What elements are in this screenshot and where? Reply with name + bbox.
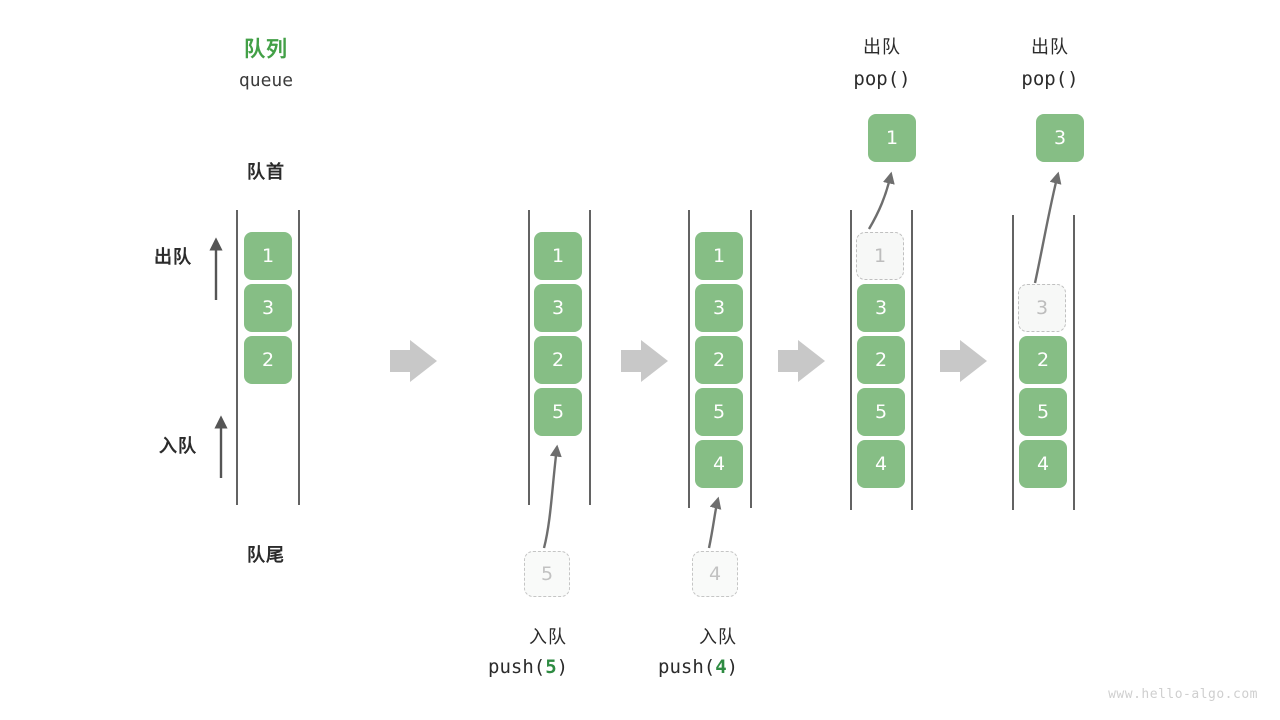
queue-cell: 4 <box>857 440 905 488</box>
pop-3-title-code: pop() <box>1021 68 1079 90</box>
step-arrow-2 <box>621 340 668 382</box>
pending-cell: 4 <box>692 551 738 597</box>
queue-title-cn: 队列 <box>244 37 288 61</box>
queue-cell: 1 <box>534 232 582 280</box>
push-4-curve-arrow <box>707 496 722 549</box>
queue-cell: 3 <box>695 284 743 332</box>
step-arrow-3 <box>778 340 825 382</box>
step-arrow-1 <box>390 340 437 382</box>
push-5-caption-cn: 入队 <box>529 627 567 648</box>
step-arrow-4 <box>940 340 987 382</box>
queue-cell: 2 <box>695 336 743 384</box>
queue-cell: 4 <box>1019 440 1067 488</box>
queue-cell: 3 <box>857 284 905 332</box>
push-4-code-arg: 4 <box>715 656 727 678</box>
queue-cell: 2 <box>534 336 582 384</box>
pop-1-title-cn: 出队 <box>863 37 901 58</box>
queue-cell: 5 <box>534 388 582 436</box>
queue-cell: 3 <box>244 284 292 332</box>
popped-cell: 1 <box>868 114 916 162</box>
pending-cell: 5 <box>524 551 570 597</box>
push-5-caption-code: push(5) <box>488 656 638 678</box>
pop-1-curve-arrow <box>867 171 895 230</box>
push-5-code-prefix: push( <box>488 656 546 678</box>
queue-title-en: queue <box>238 70 294 91</box>
rear-label: 队尾 <box>247 545 285 566</box>
queue-cell-ghost: 3 <box>1018 284 1066 332</box>
enqueue-direction-label: 入队 <box>159 436 197 457</box>
queue-cell: 4 <box>695 440 743 488</box>
queue-cell: 1 <box>695 232 743 280</box>
queue-cell: 2 <box>1019 336 1067 384</box>
pop-3-title-cn: 出队 <box>1031 37 1069 58</box>
push-4-caption-cn: 入队 <box>699 627 737 648</box>
queue-cell: 2 <box>857 336 905 384</box>
queue-cell-ghost: 1 <box>856 232 904 280</box>
queue-cell: 2 <box>244 336 292 384</box>
queue-cell: 1 <box>244 232 292 280</box>
push-5-curve-arrow <box>542 444 562 549</box>
queue-cell: 5 <box>695 388 743 436</box>
push-5-code-suffix: ) <box>556 656 569 678</box>
popped-cell: 3 <box>1036 114 1084 162</box>
queue-cell: 3 <box>534 284 582 332</box>
push-4-code-suffix: ) <box>726 656 739 678</box>
push-4-code-prefix: push( <box>658 656 716 678</box>
pop-1-title-code: pop() <box>853 68 911 90</box>
queue-cell: 5 <box>1019 388 1067 436</box>
front-label: 队首 <box>247 162 285 183</box>
watermark: www.hello-algo.com <box>1108 687 1258 702</box>
push-5-code-arg: 5 <box>545 656 557 678</box>
dequeue-direction-label: 出队 <box>154 247 192 268</box>
push-4-caption-code: push(4) <box>658 656 808 678</box>
queue-cell: 5 <box>857 388 905 436</box>
pop-3-curve-arrow <box>1033 171 1062 284</box>
